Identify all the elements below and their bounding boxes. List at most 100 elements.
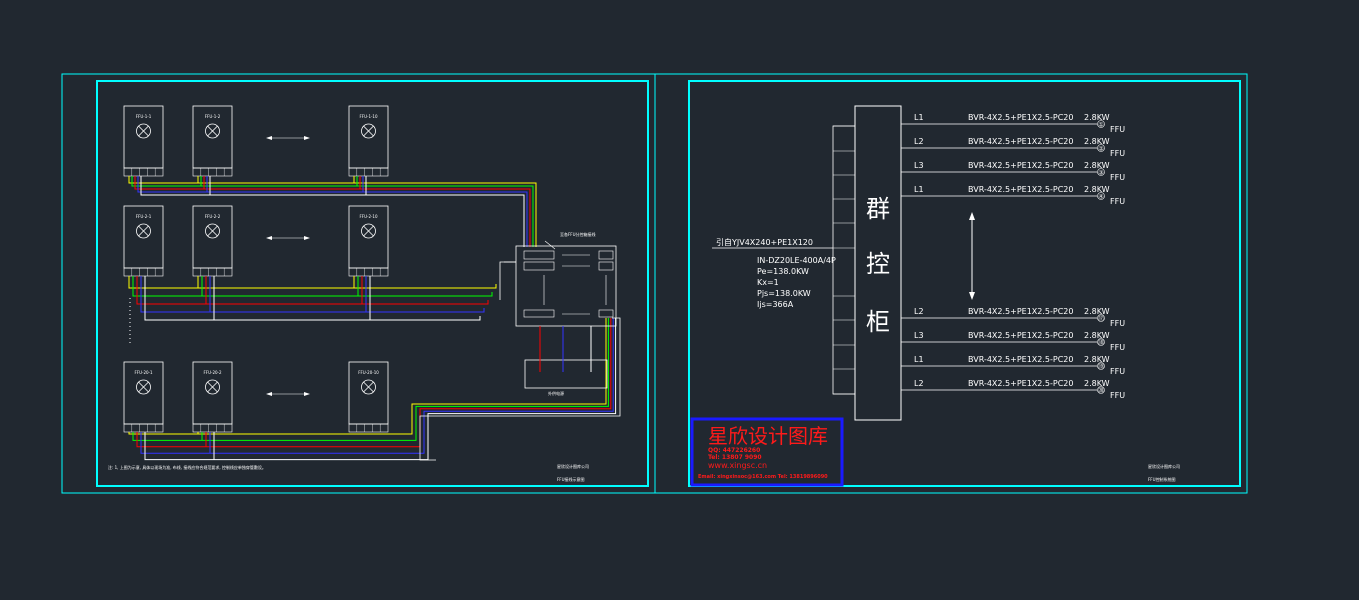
wire (144, 276, 481, 321)
circuit-cable: BVR-4X2.5+PE1X2.5-PC20 (968, 355, 1073, 364)
cabinet-char-3: 柜 (866, 308, 890, 336)
watermark-name: 星欣设计图库 (708, 424, 828, 448)
wire (499, 261, 516, 300)
wire (140, 318, 614, 454)
wire (144, 318, 617, 461)
ffu-unit-label: FFU-1-2 (205, 114, 221, 119)
circuit-number: ④ (1098, 194, 1103, 201)
right-sheet-outer-frame (654, 73, 1248, 494)
param-kx: Kx=1 (757, 278, 779, 287)
units-continuation-arrow (266, 236, 310, 240)
circuit-phase: L1 (914, 113, 924, 122)
ffu-unit: FFU-2-10 (348, 205, 389, 277)
ffu-unit-label: FFU-2-10 (359, 214, 378, 219)
ffu-unit: FFU-1-1 (123, 105, 164, 177)
circuit-phase: L2 (914, 137, 924, 146)
circuit-power: 2.8KW (1084, 379, 1110, 388)
left-title-drawing: FFU接线示意图 (557, 476, 585, 482)
ffu-controller-box (515, 240, 617, 327)
circuit-number: ⑲ (1098, 363, 1104, 371)
ffu-unit: FFU-1-10 (348, 105, 389, 177)
ffu-unit: FFU-1-2 (192, 105, 233, 177)
ffu-unit-label: FFU-20-1 (134, 370, 153, 375)
right-sheet-inner-frame (688, 80, 1241, 487)
ffu-unit-label: FFU-2-1 (136, 214, 152, 219)
units-continuation-arrow (266, 136, 310, 140)
units-continuation-arrow (266, 392, 310, 396)
circuit-continuation-arrow (969, 212, 975, 300)
circuit-load: FFU (1110, 391, 1125, 400)
circuit-cable: BVR-4X2.5+PE1X2.5-PC20 (968, 161, 1073, 170)
circuit-load: FFU (1110, 343, 1125, 352)
wire (140, 176, 525, 247)
circuit-cable: BVR-4X2.5+PE1X2.5-PC20 (968, 379, 1073, 388)
watermark-email: Email: xingxinsoc@163.com Tel: 138198960… (698, 474, 828, 480)
watermark-tel: Tel: 13807 9090 (708, 454, 762, 461)
wire (134, 176, 531, 247)
wire (128, 276, 497, 289)
wire (140, 276, 485, 313)
wire (132, 318, 609, 441)
ffu-unit: FFU-2-1 (123, 205, 164, 277)
circuit-number: ⑱ (1098, 339, 1104, 347)
circuit-phase: L2 (914, 379, 924, 388)
left-sheet-inner-frame (96, 80, 649, 487)
circuit-cable: BVR-4X2.5+PE1X2.5-PC20 (968, 137, 1073, 146)
left-title-company: 星欣设计图库公司 (557, 463, 589, 469)
ffu-unit: FFU-20-2 (192, 361, 233, 433)
ffu-unit-label: FFU-2-2 (205, 214, 221, 219)
right-title-drawing: FFU控制系统图 (1148, 476, 1176, 482)
circuit-load: FFU (1110, 367, 1125, 376)
circuit-phase: L3 (914, 331, 924, 340)
wire (128, 318, 607, 435)
circuit-load: FFU (1110, 125, 1125, 134)
circuit-number: ⑳ (1098, 387, 1104, 395)
right-title-company: 星欣设计图库公司 (1148, 463, 1180, 469)
circuit-number: ② (1098, 146, 1104, 153)
circuit-power: 2.8KW (1084, 331, 1110, 340)
circuit-phase: L3 (914, 161, 924, 170)
ffu-unit-label: FFU-20-2 (203, 370, 222, 375)
wire (136, 276, 489, 305)
param-ijs: Ijs=366A (757, 300, 794, 309)
circuit-cable: BVR-4X2.5+PE1X2.5-PC20 (968, 331, 1073, 340)
circuit-cable: BVR-4X2.5+PE1X2.5-PC20 (968, 185, 1073, 194)
param-pe: Pe=138.0KW (757, 267, 809, 276)
wire (128, 176, 537, 247)
watermark-stamp (690, 417, 844, 487)
wire (137, 176, 528, 247)
circuit-number: ⑰ (1098, 315, 1104, 323)
circuit-cable: BVR-4X2.5+PE1X2.5-PC20 (968, 307, 1073, 316)
watermark-url: www.xingsc.cn (708, 461, 767, 470)
circuit-number: ③ (1098, 170, 1103, 177)
circuit-load: FFU (1110, 197, 1125, 206)
breaker-model: IN-DZ20LE-400A/4P (757, 256, 836, 265)
ffu-unit-label: FFU-1-1 (136, 114, 152, 119)
circuit-phase: L1 (914, 185, 924, 194)
ffu-wiring (128, 176, 621, 461)
circuit-power: 2.8KW (1084, 355, 1110, 364)
circuit-power: 2.8KW (1084, 307, 1110, 316)
circuit-power: 2.8KW (1084, 113, 1110, 122)
cabinet-char-1: 群 (866, 195, 890, 223)
ffu-unit: FFU-20-1 (123, 361, 164, 433)
circuit-power: 2.8KW (1084, 161, 1110, 170)
circuit-power: 2.8KW (1084, 137, 1110, 146)
wire (132, 276, 493, 297)
ffu-unit-label: FFU-20-10 (358, 370, 379, 375)
ffu-unit: FFU-20-10 (348, 361, 389, 433)
controller-label: 至各FFU分控箱接线 (560, 231, 596, 237)
param-pjs: Pjs=138.0KW (757, 289, 811, 298)
ffu-unit-label: FFU-1-10 (359, 114, 378, 119)
cabinet-char-2: 控 (866, 250, 890, 278)
power-supply-box (524, 326, 608, 389)
